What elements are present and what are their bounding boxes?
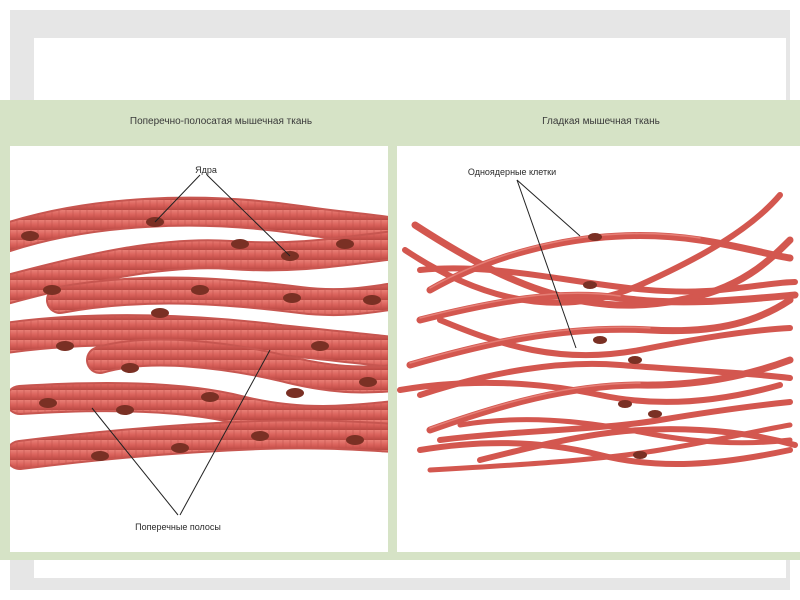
nucleus <box>39 398 57 408</box>
nucleus <box>359 377 377 387</box>
nucleus <box>311 341 329 351</box>
smooth-fiber-highlight <box>419 292 621 319</box>
nucleus <box>116 405 134 415</box>
smooth-fibers <box>397 192 799 473</box>
smooth-fiber <box>406 296 794 369</box>
smooth-nuclei <box>583 233 662 459</box>
nucleus <box>286 388 304 398</box>
smooth-fiber <box>417 265 798 295</box>
smooth-fiber <box>417 440 793 468</box>
nucleus <box>201 392 219 402</box>
nucleus <box>43 285 61 295</box>
leader-line-nuclei <box>206 174 291 257</box>
smooth-fiber <box>437 399 793 443</box>
nucleus <box>91 451 109 461</box>
smooth-fiber <box>426 232 794 294</box>
nucleus <box>191 285 209 295</box>
striated-muscle-title: Поперечно-полосатая мышечная ткань <box>129 116 313 127</box>
nucleus <box>336 239 354 249</box>
nucleus <box>171 443 189 453</box>
striated-fiber <box>10 198 388 251</box>
nucleus <box>628 356 642 364</box>
nucleus <box>346 435 364 445</box>
smooth-fiber <box>457 417 793 446</box>
nuclei-label: Ядра <box>195 165 217 175</box>
leader-line-cells <box>516 179 577 349</box>
nucleus <box>231 239 249 249</box>
striated-fiber <box>10 316 388 366</box>
smooth-fiber-highlight <box>409 326 651 364</box>
striated-fiber <box>48 278 388 315</box>
smooth-fiber <box>426 356 794 434</box>
nucleus <box>588 233 602 241</box>
smooth-fiber <box>397 379 783 406</box>
smooth-fiber <box>477 426 798 463</box>
mononuclear-cells-label: Одноядерные клетки <box>467 167 557 177</box>
nucleus <box>363 295 381 305</box>
smooth-muscle-title: Гладкая мышечная ткань <box>542 116 660 127</box>
leader-lines <box>91 174 581 516</box>
smooth-fiber-highlight <box>429 232 701 289</box>
leader-line-nuclei <box>154 174 201 223</box>
nucleus <box>633 451 647 459</box>
nucleus <box>151 308 169 318</box>
nucleus <box>56 341 74 351</box>
striated-fiber <box>10 232 388 303</box>
smooth-fiber-highlight <box>429 382 641 429</box>
smooth-fiber <box>437 317 793 359</box>
striated-fibers <box>10 196 388 470</box>
nucleus <box>648 410 662 418</box>
nucleus <box>618 400 632 408</box>
nucleus <box>251 431 269 441</box>
nucleus <box>583 281 597 289</box>
nucleus <box>121 363 139 373</box>
leader-line-striations <box>179 349 271 516</box>
nucleus <box>21 231 39 241</box>
leader-line-cells <box>516 179 581 237</box>
nucleus <box>593 336 607 344</box>
leader-line-striations <box>91 407 179 516</box>
striated-nuclei <box>21 217 381 461</box>
nucleus <box>283 293 301 303</box>
striations-label: Поперечные полосы <box>135 522 221 532</box>
smooth-fiber <box>416 291 799 324</box>
striated-fiber <box>10 384 388 433</box>
smooth-fiber <box>427 422 793 473</box>
